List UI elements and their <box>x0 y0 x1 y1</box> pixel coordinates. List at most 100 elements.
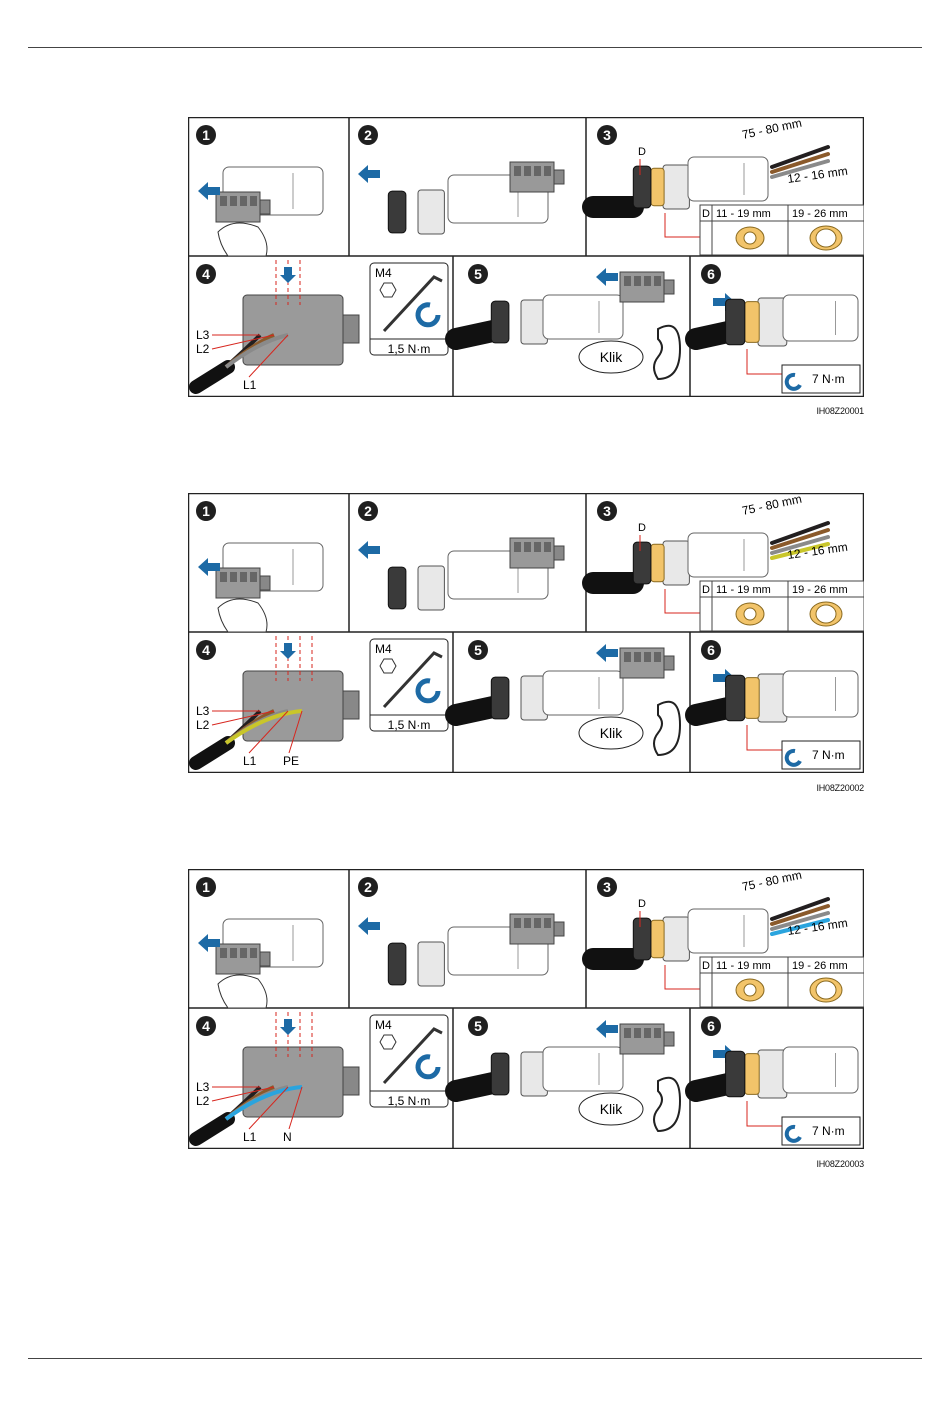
rotate-clockwise-icon <box>415 1054 441 1080</box>
wire-label: L2 <box>196 1094 210 1108</box>
hand-icon <box>217 598 268 633</box>
step-badge-circle <box>196 501 216 521</box>
wire <box>770 904 830 926</box>
step-number: 5 <box>474 1018 482 1034</box>
step-badge-circle <box>701 640 721 660</box>
connector-housing <box>542 670 624 716</box>
torque-tool-box: M41,5 N·m <box>369 262 449 356</box>
terminal-screw <box>624 276 631 286</box>
arrow-left-icon <box>358 165 380 183</box>
step-number-badge: 1 <box>196 877 216 897</box>
cable-gland-thread <box>662 540 690 586</box>
tool-box-border <box>369 1014 449 1108</box>
step-number-badge: 5 <box>468 1016 488 1036</box>
tool-size-label: M4 <box>375 266 392 280</box>
tool-box-border <box>369 262 449 356</box>
terminal-screw <box>534 166 541 176</box>
terminal-screw <box>644 1028 651 1038</box>
wire-label: PE <box>283 754 299 768</box>
terminal-block <box>242 670 344 742</box>
terminal-screw <box>624 1028 631 1038</box>
tool-size-label: M4 <box>375 1018 392 1032</box>
callout-line <box>248 334 289 378</box>
hex-bolt-icon <box>379 282 397 298</box>
connector-housing <box>782 1046 859 1094</box>
cable-gland-thread <box>757 1049 788 1099</box>
sealing-ring <box>744 677 760 719</box>
wire <box>224 709 303 745</box>
terminal-plug <box>342 1066 360 1096</box>
step-2-panel: 2 <box>358 877 565 987</box>
terminal-block <box>242 294 344 366</box>
callout-line <box>211 1086 275 1102</box>
step-2-panel: 2 <box>358 501 565 611</box>
torque-value: 1,5 N·m <box>388 718 431 732</box>
torque-tool-box: M41,5 N·m <box>369 1014 449 1108</box>
small-ring-hole <box>743 231 757 245</box>
step-badge-circle <box>358 125 378 145</box>
callout-line <box>211 710 275 726</box>
callout-line <box>288 1086 303 1130</box>
terminal-screw <box>220 572 227 582</box>
rotate-clockwise-icon <box>784 372 802 391</box>
terminal-screw <box>514 542 521 552</box>
connector-housing <box>542 1046 624 1092</box>
torque-value: 7 N·m <box>812 1124 845 1138</box>
rotate-clockwise-icon <box>784 748 802 767</box>
wire-label: L1 <box>243 754 257 768</box>
klik-sound-label: Klik <box>600 349 624 365</box>
cable <box>445 1072 504 1102</box>
step-number: 4 <box>202 266 210 282</box>
sealing-ring <box>650 167 665 207</box>
terminal-screw <box>230 572 237 582</box>
step-number-badge: 4 <box>196 1016 216 1036</box>
wire <box>770 145 830 169</box>
terminal-screw <box>634 276 641 286</box>
gland-nut <box>725 1050 746 1098</box>
terminal-screw <box>544 542 551 552</box>
table-header-d: D <box>702 584 710 596</box>
step-number: 3 <box>603 503 611 519</box>
rotate-clockwise-icon <box>415 678 441 704</box>
sealing-ring <box>650 919 665 959</box>
gland-nut <box>490 1052 510 1096</box>
torque-value: 7 N·m <box>812 748 845 762</box>
cable-gland-thread <box>662 916 690 962</box>
cable <box>189 1112 235 1146</box>
callout-line <box>664 589 700 614</box>
step-number-badge: 4 <box>196 640 216 660</box>
connector-housing <box>687 532 769 578</box>
hand-icon <box>217 974 268 1009</box>
large-ring-hole <box>815 604 837 624</box>
table-header-d: D <box>702 208 710 220</box>
hex-bolt-icon <box>379 658 397 674</box>
step-badge-circle <box>358 501 378 521</box>
wire <box>770 159 830 179</box>
terminal-screw <box>624 652 631 662</box>
wire <box>770 528 830 550</box>
terminal-screw <box>644 276 651 286</box>
step-number: 4 <box>202 642 210 658</box>
cable-gland-thread <box>662 164 690 210</box>
terminal-plug <box>663 655 675 671</box>
terminal-screw <box>644 652 651 662</box>
sealing-ring <box>744 301 760 343</box>
terminal-screw <box>250 572 257 582</box>
step-number-badge: 2 <box>358 877 378 897</box>
cable <box>189 736 235 770</box>
step-6-panel: 6 7 N·m <box>685 640 861 770</box>
terminal-screw <box>534 918 541 928</box>
step-number: 2 <box>364 503 372 519</box>
terminal-plug <box>342 314 360 344</box>
step-number-badge: 6 <box>701 1016 721 1036</box>
step-number-badge: 6 <box>701 640 721 660</box>
